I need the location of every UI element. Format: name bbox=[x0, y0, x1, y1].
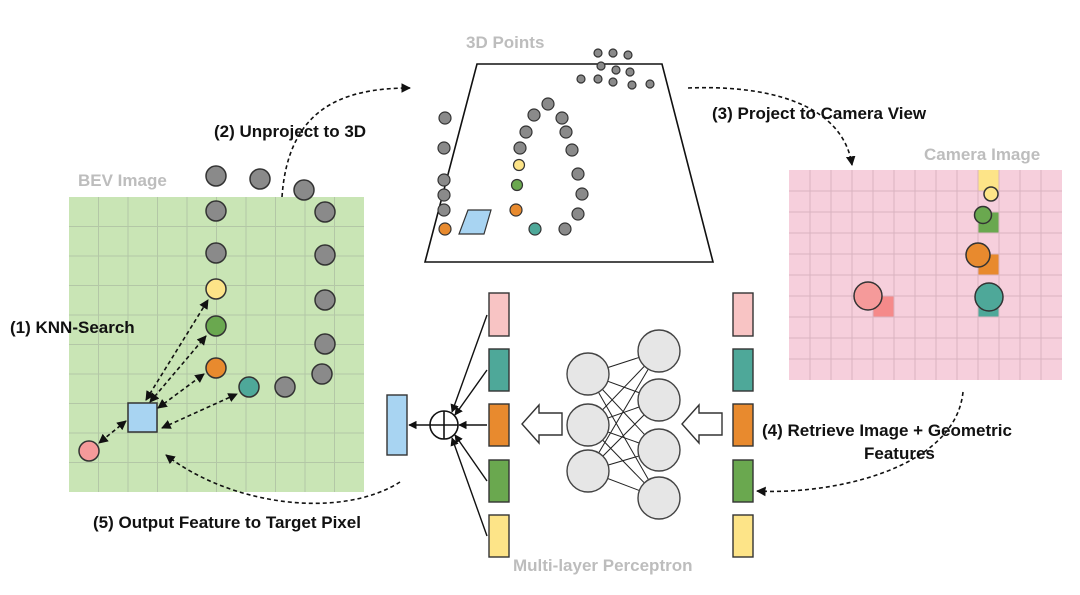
output-feature-green bbox=[488, 459, 510, 503]
dashed-arrow-icon bbox=[165, 454, 401, 505]
step-4-label-line2: Features bbox=[864, 444, 935, 463]
input-feature-green bbox=[732, 459, 754, 503]
output-feature-orange bbox=[488, 403, 510, 447]
mlp-network: Multi-layer Perceptron bbox=[513, 329, 693, 575]
final-feature bbox=[386, 394, 408, 456]
input-feature-yellow bbox=[732, 514, 754, 558]
sum-circle-icon bbox=[429, 410, 459, 440]
bev-target-pixel bbox=[127, 402, 158, 433]
dashed-arrow-icon bbox=[756, 391, 964, 497]
camera-image-label: Camera Image bbox=[924, 145, 1040, 164]
output-feature-teal bbox=[488, 348, 510, 392]
input-feature-teal bbox=[732, 348, 754, 392]
mlp-edge bbox=[587, 350, 660, 472]
bev-point bbox=[293, 179, 315, 201]
camera-point-teal bbox=[974, 282, 1004, 312]
mlp-label: Multi-layer Perceptron bbox=[513, 556, 693, 575]
bev-point bbox=[311, 363, 333, 385]
neuron-input bbox=[566, 449, 610, 493]
point-3d-orange-2 bbox=[438, 222, 452, 236]
step-5-label: (5) Output Feature to Target Pixel bbox=[93, 513, 361, 532]
point-3d-target bbox=[458, 209, 492, 235]
points-3d-gray bbox=[437, 48, 655, 236]
points-3d-label: 3D Points bbox=[466, 33, 544, 52]
points-3d-panel: 3D Points bbox=[423, 33, 715, 263]
bev-point bbox=[205, 165, 227, 187]
point-3d-orange bbox=[509, 203, 523, 217]
input-feature-pink bbox=[732, 292, 754, 337]
flow-arrows bbox=[165, 83, 964, 505]
neuron-input bbox=[566, 403, 610, 447]
bev-point bbox=[314, 289, 336, 311]
point-3d-green bbox=[510, 178, 524, 192]
bev-point-green bbox=[205, 315, 227, 337]
bev-point bbox=[205, 242, 227, 264]
camera-grid-lines bbox=[789, 170, 1062, 380]
neuron-output bbox=[637, 329, 681, 373]
camera-point-orange bbox=[965, 242, 991, 268]
bev-image-label: BEV Image bbox=[78, 171, 167, 190]
hollow-arrow-icon bbox=[681, 403, 723, 445]
camera-point-pink bbox=[853, 281, 883, 311]
point-3d-teal bbox=[528, 222, 542, 236]
neuron-output bbox=[637, 476, 681, 520]
bev-point-pink bbox=[78, 440, 100, 462]
bev-point-yellow bbox=[205, 278, 227, 300]
mlp-neurons bbox=[566, 329, 681, 520]
camera-point-green bbox=[973, 205, 993, 225]
mlp-output-column bbox=[488, 292, 510, 558]
neuron-output bbox=[637, 378, 681, 422]
input-feature-column bbox=[732, 292, 754, 558]
dashed-arrow-icon bbox=[687, 86, 856, 166]
step-3-label: (3) Project to Camera View bbox=[712, 104, 927, 123]
dashed-arrow-icon bbox=[281, 83, 411, 198]
neuron-output bbox=[637, 428, 681, 472]
aggregation-arrows bbox=[408, 314, 488, 537]
bev-point bbox=[274, 376, 296, 398]
point-3d-yellow bbox=[512, 158, 526, 172]
bev-point-teal bbox=[238, 376, 260, 398]
neuron-input bbox=[566, 352, 610, 396]
step-4-label-line1: (4) Retrieve Image + Geometric bbox=[762, 421, 1012, 440]
camera-patch-yellow bbox=[978, 170, 999, 191]
bev-point bbox=[205, 200, 227, 222]
bev-points bbox=[205, 165, 336, 398]
knn-arrow bbox=[98, 420, 127, 444]
output-feature-pink bbox=[488, 292, 510, 337]
knn-arrows bbox=[98, 299, 238, 444]
camera-image: Camera Image bbox=[789, 145, 1062, 380]
bev-point bbox=[314, 333, 336, 355]
step-1-label: (1) KNN-Search bbox=[10, 318, 135, 337]
bev-image: BEV Image bbox=[69, 165, 364, 492]
bev-point bbox=[249, 168, 271, 190]
step-2-label: (2) Unproject to 3D bbox=[214, 122, 366, 141]
hollow-arrow-icon bbox=[521, 403, 563, 445]
bev-point bbox=[314, 201, 336, 223]
output-feature-yellow bbox=[488, 514, 510, 558]
camera-point-yellow bbox=[983, 186, 999, 202]
bev-point bbox=[314, 244, 336, 266]
input-feature-orange bbox=[732, 403, 754, 447]
bev-point-orange bbox=[205, 357, 227, 379]
